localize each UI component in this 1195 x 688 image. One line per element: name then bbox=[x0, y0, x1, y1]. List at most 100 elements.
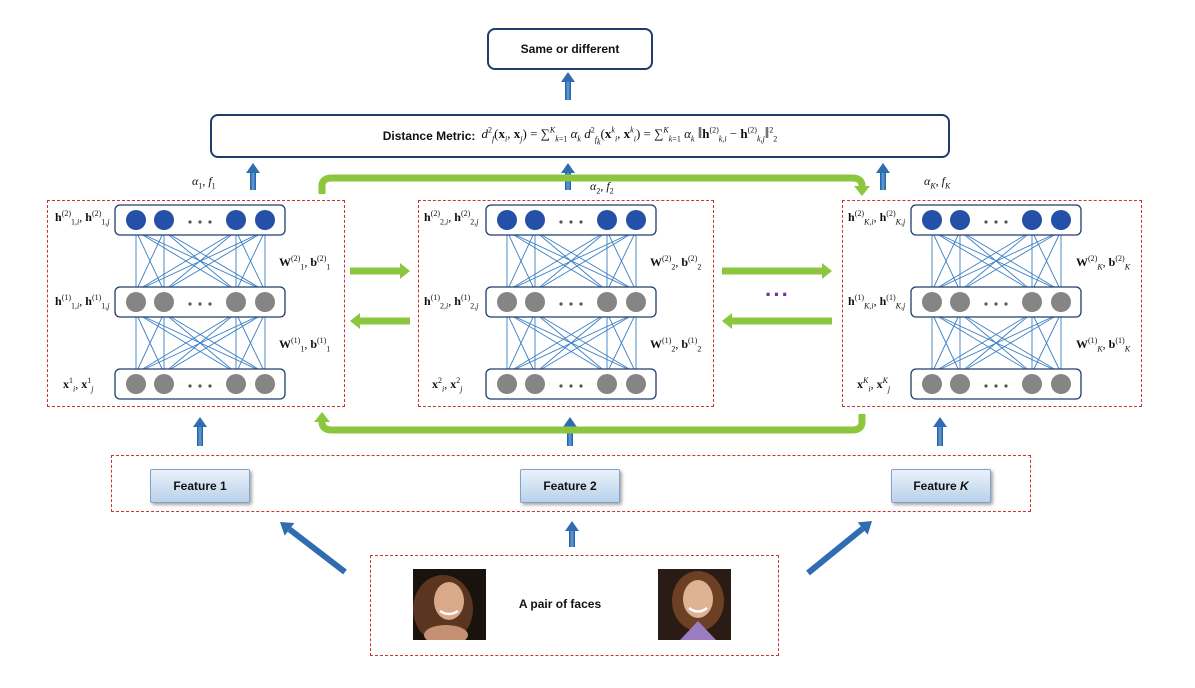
metric-label: Distance Metric: bbox=[382, 129, 476, 143]
network-1-ellipsis-icon bbox=[198, 220, 202, 224]
net1-w2-label: W(2)1, b(2)1 bbox=[279, 254, 331, 272]
metric-formula: d2f(xi, xj) = ∑Kk=1 αk d2fk(xki, xki) = … bbox=[481, 125, 778, 147]
network-1-ellipsis-icon bbox=[188, 220, 192, 224]
arrow-feature2-to-net2 bbox=[563, 417, 577, 446]
network-2-node bbox=[626, 292, 646, 312]
network-1-node bbox=[154, 292, 174, 312]
network-2-ellipsis-icon bbox=[559, 302, 563, 306]
network-1-ellipsis-icon bbox=[198, 384, 202, 388]
arrow-featurek-to-netk bbox=[933, 417, 947, 446]
network-k-node bbox=[950, 210, 970, 230]
network-frame-k bbox=[842, 200, 1142, 407]
face-image-left bbox=[413, 569, 486, 640]
features-frame bbox=[111, 455, 1031, 512]
blue-arrows bbox=[193, 72, 947, 576]
green-arrow-net1-to-net2 bbox=[350, 263, 410, 279]
feature-2-label: Feature 2 bbox=[543, 479, 597, 493]
net1-input-label: x1i, x1j bbox=[63, 376, 94, 394]
green-arrow-net2-to-net1 bbox=[350, 313, 410, 329]
network-1-node bbox=[154, 210, 174, 230]
network-1-node bbox=[226, 210, 246, 230]
network-2-node bbox=[525, 210, 545, 230]
network-k-node bbox=[1051, 210, 1071, 230]
arrow-feature1-to-net1 bbox=[193, 417, 207, 446]
network-2-node bbox=[497, 292, 517, 312]
network-1 bbox=[114, 204, 286, 400]
netk-mid-label: h(1)K,i, h(1)K,j bbox=[848, 293, 906, 311]
netk-top-label: h(2)K,i, h(2)K,j bbox=[848, 209, 906, 227]
network-1-ellipsis-icon bbox=[208, 302, 212, 306]
net1-w1-label: W(1)1, b(1)1 bbox=[279, 336, 331, 354]
network-frame-2 bbox=[418, 200, 714, 407]
network-1-node bbox=[255, 374, 275, 394]
arrow-faces-to-feature2 bbox=[565, 521, 579, 547]
network-k-node bbox=[1022, 374, 1042, 394]
network-k-node bbox=[950, 374, 970, 394]
net2-mid-label: h(1)2,i, h(1)2,j bbox=[424, 293, 479, 311]
network-1-ellipsis-icon bbox=[208, 220, 212, 224]
network-k-ellipsis-icon bbox=[994, 220, 998, 224]
network-k-node bbox=[1022, 210, 1042, 230]
network-k-ellipsis-icon bbox=[994, 302, 998, 306]
netk-input-label: xKi, xKj bbox=[857, 376, 891, 394]
network-k-node bbox=[922, 374, 942, 394]
networks bbox=[114, 204, 1082, 400]
feature-1-box: Feature 1 bbox=[150, 469, 250, 503]
network-k-ellipsis-icon bbox=[984, 384, 988, 388]
faces-frame bbox=[370, 555, 779, 656]
network-1-node bbox=[154, 374, 174, 394]
network-2-ellipsis-icon bbox=[559, 220, 563, 224]
network-2-ellipsis-icon bbox=[579, 220, 583, 224]
network-2-ellipsis-icon bbox=[579, 302, 583, 306]
network-1-node bbox=[126, 292, 146, 312]
network-1-node bbox=[126, 210, 146, 230]
more-networks-ellipsis-icon: ··· bbox=[765, 282, 790, 307]
netk-w2-label: W(2)K, b(2)K bbox=[1076, 254, 1131, 272]
output-box: Same or different bbox=[487, 28, 653, 70]
output-label: Same or different bbox=[520, 42, 620, 56]
green-loop-top bbox=[318, 174, 870, 196]
feature-k-box: Feature K bbox=[891, 469, 991, 503]
net1-mid-label: h(1)1,i, h(1)1,j bbox=[55, 293, 110, 311]
network-2-node bbox=[525, 292, 545, 312]
network-2-node bbox=[525, 374, 545, 394]
feature-k-label: Feature K bbox=[913, 479, 969, 493]
network-k-node bbox=[1051, 292, 1071, 312]
network-k-node bbox=[950, 292, 970, 312]
net2-w2-label: W(2)2, b(2)2 bbox=[650, 254, 702, 272]
weight-label-2: α2, f2 bbox=[590, 179, 614, 196]
network-1-node bbox=[126, 374, 146, 394]
arrow-faces-to-featurek bbox=[806, 521, 872, 576]
network-2-ellipsis-icon bbox=[559, 384, 563, 388]
net2-top-label: h(2)2,i, h(2)2,j bbox=[424, 209, 479, 227]
netk-w1-label: W(1)K, b(1)K bbox=[1076, 336, 1131, 354]
distance-metric-box: Distance Metric: d2f(xi, xj) = ∑Kk=1 αk … bbox=[210, 114, 950, 158]
net2-input-label: x2i, x2j bbox=[432, 376, 463, 394]
green-arrow-net2-to-netk bbox=[722, 263, 832, 279]
network-1-node bbox=[255, 210, 275, 230]
network-k-ellipsis-icon bbox=[1004, 384, 1008, 388]
network-1-ellipsis-icon bbox=[198, 302, 202, 306]
pair-of-faces-label: A pair of faces bbox=[518, 597, 602, 611]
network-k-ellipsis-icon bbox=[1004, 220, 1008, 224]
network-2-ellipsis-icon bbox=[569, 384, 573, 388]
arrow-metric-to-output bbox=[561, 72, 575, 100]
network-1-node bbox=[255, 292, 275, 312]
network-k-ellipsis-icon bbox=[994, 384, 998, 388]
arrow-net1-to-metric bbox=[246, 163, 260, 190]
network-k-ellipsis-icon bbox=[984, 302, 988, 306]
network-2-node bbox=[597, 292, 617, 312]
network-2 bbox=[485, 204, 657, 400]
network-2-node bbox=[497, 374, 517, 394]
arrow-faces-to-feature1 bbox=[280, 522, 347, 575]
green-arrows bbox=[314, 174, 870, 434]
net2-w1-label: W(1)2, b(1)2 bbox=[650, 336, 702, 354]
green-arrow-netk-to-net2 bbox=[722, 313, 832, 329]
weight-label-k: αK, fK bbox=[924, 174, 951, 191]
network-2-node bbox=[497, 210, 517, 230]
network-2-ellipsis-icon bbox=[569, 302, 573, 306]
network-k bbox=[910, 204, 1082, 400]
network-k-node bbox=[922, 292, 942, 312]
